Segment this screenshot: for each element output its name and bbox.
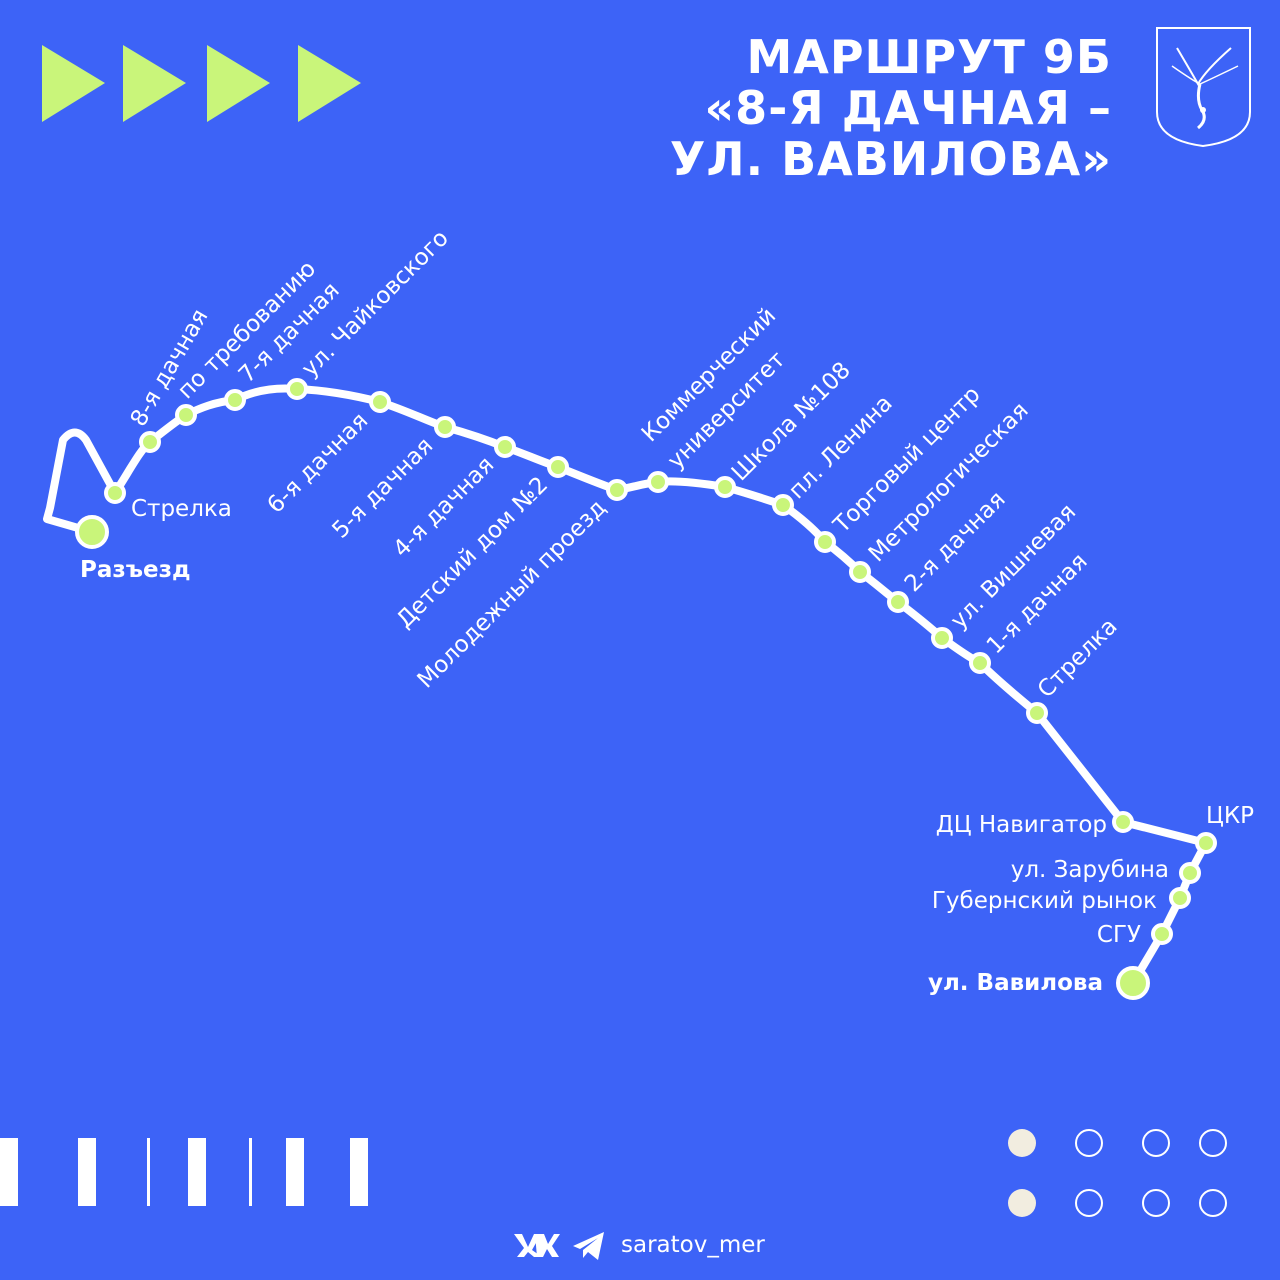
stop-dot[interactable] [175,404,197,426]
stop-dot[interactable] [1179,862,1201,884]
page-dot [1199,1129,1227,1157]
stop-dot[interactable] [931,627,953,649]
stop-dot[interactable] [434,416,456,438]
stop-dot[interactable] [1112,811,1134,833]
route-title: МАРШРУТ 9Б «8-Я ДАЧНАЯ – УЛ. ВАВИЛОВА» [670,30,1112,186]
stop-label: ул. Зарубина [1011,857,1169,883]
stop-dot[interactable] [547,456,569,478]
play-arrow-icon [298,45,361,122]
page-dot-active [1008,1189,1036,1217]
saratov-coat-of-arms-icon [1156,27,1251,148]
title-line-1: МАРШРУТ 9Б [746,30,1112,84]
stop-dot[interactable] [887,591,909,613]
title-line-3: УЛ. ВАВИЛОВА» [670,132,1112,186]
footer: saratov_mer [514,1232,765,1260]
play-arrow-icon [42,45,105,122]
stop-dot[interactable] [1151,923,1173,945]
arrow-row [42,45,361,122]
decorative-bar [147,1138,150,1206]
page-indicator [1008,1129,1227,1217]
stop-dot[interactable] [772,494,794,516]
stop-dot[interactable] [369,391,391,413]
stop-dot[interactable] [1026,702,1048,724]
stop-dot[interactable] [286,378,308,400]
page-dot [1075,1189,1103,1217]
stop-label: СГУ [1097,922,1141,948]
stop-label: ЦКР [1206,803,1254,829]
stop-dot[interactable] [849,561,871,583]
page-dot [1199,1189,1227,1217]
vk-icon[interactable] [514,1234,560,1257]
social-handle[interactable]: saratov_mer [621,1232,765,1258]
page-dot-active [1008,1129,1036,1157]
terminal-label-end: ул. Вавилова [928,970,1103,996]
stop-dot[interactable] [494,436,516,458]
stop-dot[interactable] [606,479,628,501]
telegram-icon[interactable] [573,1232,604,1260]
stop-label: Стрелка [131,496,232,522]
terminal-dot-start[interactable] [75,515,109,549]
play-arrow-icon [207,45,270,122]
stop-dot[interactable] [714,476,736,498]
title-line-2: «8-Я ДАЧНАЯ – [704,81,1112,135]
decorative-bar [249,1138,252,1206]
stop-dot[interactable] [647,471,669,493]
stop-dot[interactable] [224,389,246,411]
decorative-bar [0,1138,18,1206]
decorative-bar [78,1138,96,1206]
stop-label: Губернский рынок [932,888,1157,914]
page-dot [1142,1129,1170,1157]
decorative-bars [0,1138,368,1206]
decorative-bar [188,1138,206,1206]
decorative-bar [350,1138,368,1206]
stop-label: ДЦ Навигатор [936,812,1107,838]
stop-dot[interactable] [969,652,991,674]
page-dot [1075,1129,1103,1157]
stop-label: Стрелка [1033,614,1123,704]
decorative-bar [286,1138,304,1206]
page-dot [1142,1189,1170,1217]
stop-dot[interactable] [814,531,836,553]
play-arrow-icon [123,45,186,122]
stop-dot[interactable] [104,482,126,504]
stop-dot[interactable] [1169,887,1191,909]
terminal-dot-end[interactable] [1116,966,1150,1000]
stop-dot[interactable] [1195,832,1217,854]
stop-dot[interactable] [139,431,161,453]
stop-dots [75,378,1217,1000]
terminal-label-start: Разъезд [80,557,191,583]
